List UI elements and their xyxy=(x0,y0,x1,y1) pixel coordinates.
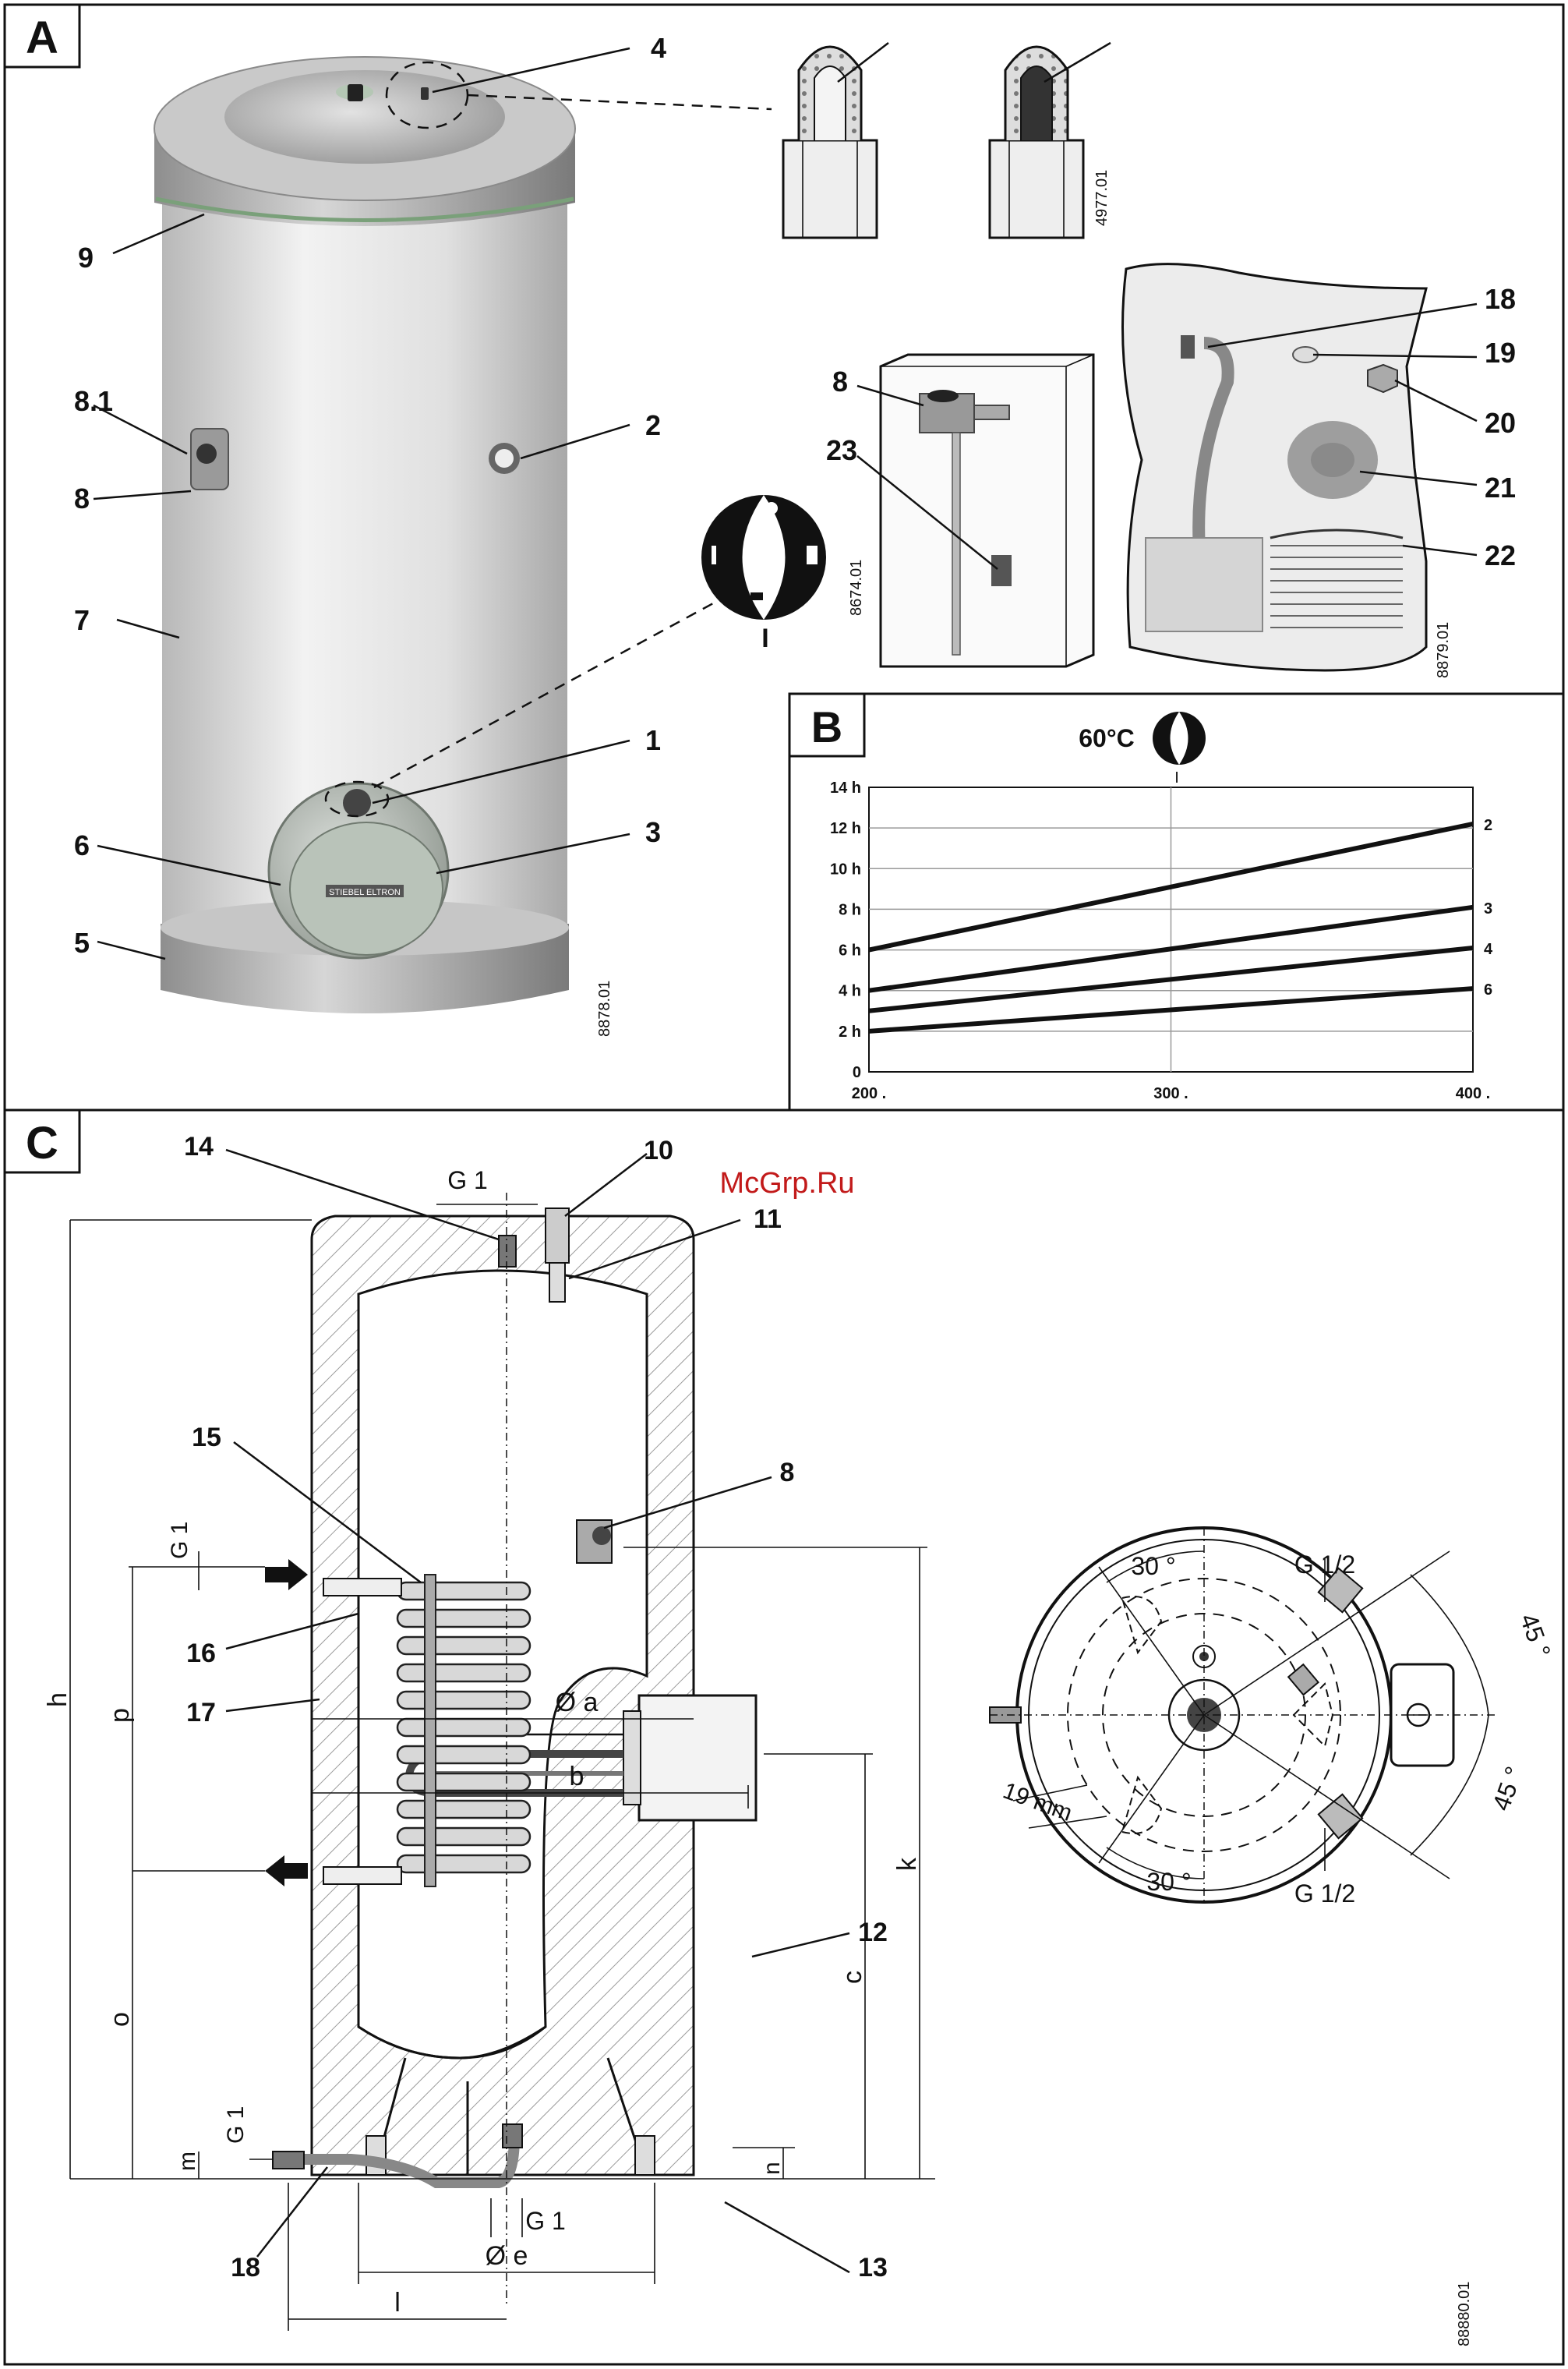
dim-o: o xyxy=(105,2012,135,2027)
thread-g12-bottom: G 1/2 xyxy=(1294,1879,1355,1908)
chart-xtick-label: 400 . xyxy=(1456,1085,1490,1102)
temperature-dial-icon xyxy=(701,495,826,620)
ref-anode: 4977.01 xyxy=(1093,170,1111,226)
cylinder-illustration: STIEBEL ELTRON xyxy=(154,57,772,1013)
chart-ytick-label: 2 h xyxy=(839,1024,861,1041)
dim-h: h xyxy=(43,1692,72,1707)
chart-ytick-label: 0 xyxy=(853,1064,861,1081)
dim-l: l xyxy=(394,2288,401,2318)
label-4: 4 xyxy=(651,32,666,64)
label-14: 14 xyxy=(184,1132,214,1162)
dim-g1-bottom: G 1 xyxy=(525,2207,566,2235)
label-16: 16 xyxy=(186,1639,216,1668)
label-8-section: 8 xyxy=(780,1458,795,1487)
dim-g1-left: G 1 xyxy=(167,1522,192,1559)
dim-b: b xyxy=(570,1762,584,1791)
chart-setting-label: 60°C xyxy=(1079,724,1135,752)
chart-xtick-label: 300 . xyxy=(1153,1085,1188,1102)
dim-e: Ø e xyxy=(486,2241,528,2271)
dim-k: k xyxy=(892,1857,922,1871)
svg-text:C: C xyxy=(26,1118,58,1169)
dim-g1-top: G 1 xyxy=(447,1166,488,1194)
dim-c: c xyxy=(838,1971,867,1984)
svg-text:A: A xyxy=(26,12,58,63)
label-13: 13 xyxy=(858,2253,888,2282)
label-12: 12 xyxy=(858,1918,888,1947)
label-1: 1 xyxy=(645,724,661,756)
dim-p: p xyxy=(105,1708,135,1723)
chart-series-label: 6 xyxy=(1484,981,1492,999)
top-view-drawing xyxy=(990,1528,1496,1902)
panel-tag-a: A xyxy=(5,5,79,67)
label-6: 6 xyxy=(74,829,90,861)
svg-text:B: B xyxy=(811,702,842,751)
chart-dial-mark: I xyxy=(1174,769,1179,787)
label-20: 20 xyxy=(1485,407,1516,439)
angle-45-bottom: 45 ° xyxy=(1487,1763,1528,1814)
chart-ytick-label: 14 h xyxy=(830,780,861,797)
label-5: 5 xyxy=(74,927,90,959)
panel-tag-c: C xyxy=(5,1110,79,1172)
label-21: 21 xyxy=(1485,472,1516,504)
ref-section: 88880.01 xyxy=(1456,2282,1473,2346)
label-19: 19 xyxy=(1485,337,1516,369)
label-18: 18 xyxy=(1485,283,1516,315)
chart-ytick-label: 10 h xyxy=(830,861,861,878)
label-11: 11 xyxy=(754,1204,782,1234)
ref-main: 8878.01 xyxy=(596,981,613,1037)
chart-dial-icon xyxy=(1153,712,1206,765)
dim-g1-low: G 1 xyxy=(223,2106,249,2144)
sectional-drawing xyxy=(70,1193,935,2307)
anode-detail-left xyxy=(783,43,888,238)
label-8-1: 8.1 xyxy=(74,385,113,417)
svg-text:STIEBEL ELTRON: STIEBEL ELTRON xyxy=(329,888,401,897)
thermostat-detail xyxy=(857,355,1093,667)
label-23: 23 xyxy=(826,434,857,466)
thread-g12-top: G 1/2 xyxy=(1294,1550,1355,1579)
watermark: McGrp.Ru xyxy=(719,1167,854,1200)
chart-series-label: 2 xyxy=(1484,817,1492,834)
label-17: 17 xyxy=(186,1698,216,1727)
dim-n: n xyxy=(759,2162,785,2175)
dial-mark-label: I xyxy=(761,624,768,653)
label-10: 10 xyxy=(644,1136,673,1165)
angle-30-bottom: 30 ° xyxy=(1146,1868,1191,1896)
chart-series-label: 4 xyxy=(1484,941,1493,958)
chart-ytick-label: 4 h xyxy=(839,983,861,1000)
ref-internal: 8879.01 xyxy=(1435,622,1452,678)
label-8: 8 xyxy=(74,483,90,514)
dim-a: Ø a xyxy=(556,1688,599,1717)
chart-series-label: 3 xyxy=(1484,900,1492,918)
label-3: 3 xyxy=(645,816,661,848)
dim-m: m xyxy=(175,2152,200,2171)
angle-45-top: 45 ° xyxy=(1514,1610,1556,1661)
label-18-section: 18 xyxy=(231,2253,260,2282)
chart-ytick-label: 8 h xyxy=(839,901,861,918)
internal-parts-detail xyxy=(1123,264,1478,670)
chart-xtick-label: 200 . xyxy=(852,1085,886,1102)
chart-ytick-label: 6 h xyxy=(839,942,861,960)
panel-tag-b: B xyxy=(789,694,864,756)
label-2: 2 xyxy=(645,409,661,441)
label-9: 9 xyxy=(78,242,94,274)
label-7: 7 xyxy=(74,604,90,636)
heating-time-chart: 0 2 h 4 h 6 h 8 h 10 h 12 h 14 h 200 . 300 . 400 .… xyxy=(830,780,1493,1102)
angle-30-top: 30 ° xyxy=(1131,1552,1175,1580)
anode-detail-right xyxy=(990,43,1111,238)
label-22: 22 xyxy=(1485,539,1516,571)
chart-ytick-label: 12 h xyxy=(830,820,861,837)
label-8-thermostat: 8 xyxy=(832,366,848,398)
label-15: 15 xyxy=(192,1423,221,1452)
ref-thermostat: 8674.01 xyxy=(848,560,865,616)
